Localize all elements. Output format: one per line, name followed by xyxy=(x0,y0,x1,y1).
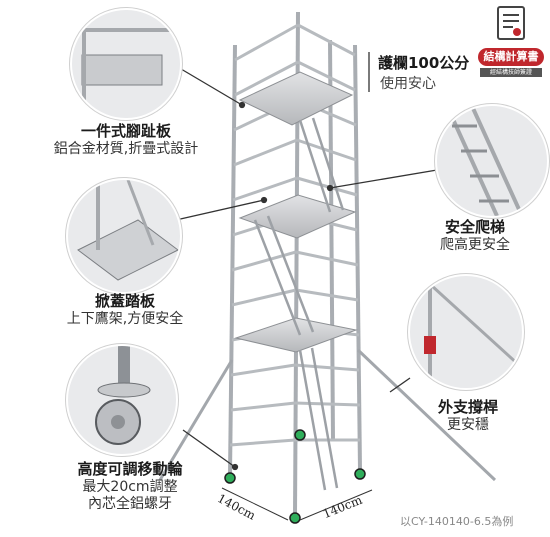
safety-ladder-title: 安全爬梯 xyxy=(444,218,505,236)
safety-ladder-subtitle: 爬高更安全 xyxy=(440,236,510,253)
guardrail-callout: 護欄100公分 使用安心 xyxy=(378,52,469,93)
outrigger-detail-image xyxy=(408,274,524,390)
toe-board-title: 一件式腳趾板 xyxy=(80,122,171,140)
toe-board-detail-image xyxy=(70,8,182,120)
toe-board-subtitle: 鋁合金材質,折疊式設計 xyxy=(53,140,199,157)
safety-ladder-detail-image xyxy=(435,104,549,218)
hatch-platform-detail-image xyxy=(66,178,182,294)
safety-ladder-callout: 安全爬梯 爬高更安全 xyxy=(420,218,530,254)
outrigger-title: 外支撐桿 xyxy=(437,398,498,416)
caster-wheel-subtitle-2: 內芯全鋁螺牙 xyxy=(88,496,172,513)
outrigger-callout: 外支撐桿 更安穩 xyxy=(418,398,518,434)
hatch-platform-subtitle: 上下鷹架,方便安全 xyxy=(66,310,184,327)
guardrail-subtitle: 使用安心 xyxy=(380,76,436,92)
model-note: 以CY-140140-6.5為例 xyxy=(400,515,514,528)
hatch-platform-title: 掀蓋踏板 xyxy=(94,292,155,310)
certificate-icon xyxy=(497,6,525,40)
caster-wheel-detail-image xyxy=(66,344,178,456)
caster-wheel-title: 高度可調移動輪 xyxy=(77,460,183,478)
hatch-platform-callout: 掀蓋踏板 上下鷹架,方便安全 xyxy=(40,292,210,328)
caster-wheel-callout: 高度可調移動輪 最大20cm調整 內芯全鋁螺牙 xyxy=(50,460,210,514)
structural-calculation-subtitle: 經結構技師簽證 xyxy=(480,68,542,77)
structural-calculation-badge: 結構計算書 xyxy=(478,48,544,66)
guardrail-title: 護欄100公分 xyxy=(378,54,470,72)
toe-board-callout: 一件式腳趾板 鋁合金材質,折疊式設計 xyxy=(36,122,216,158)
outrigger-subtitle: 更安穩 xyxy=(447,416,489,433)
caster-wheel-subtitle: 最大20cm調整 xyxy=(82,478,178,495)
